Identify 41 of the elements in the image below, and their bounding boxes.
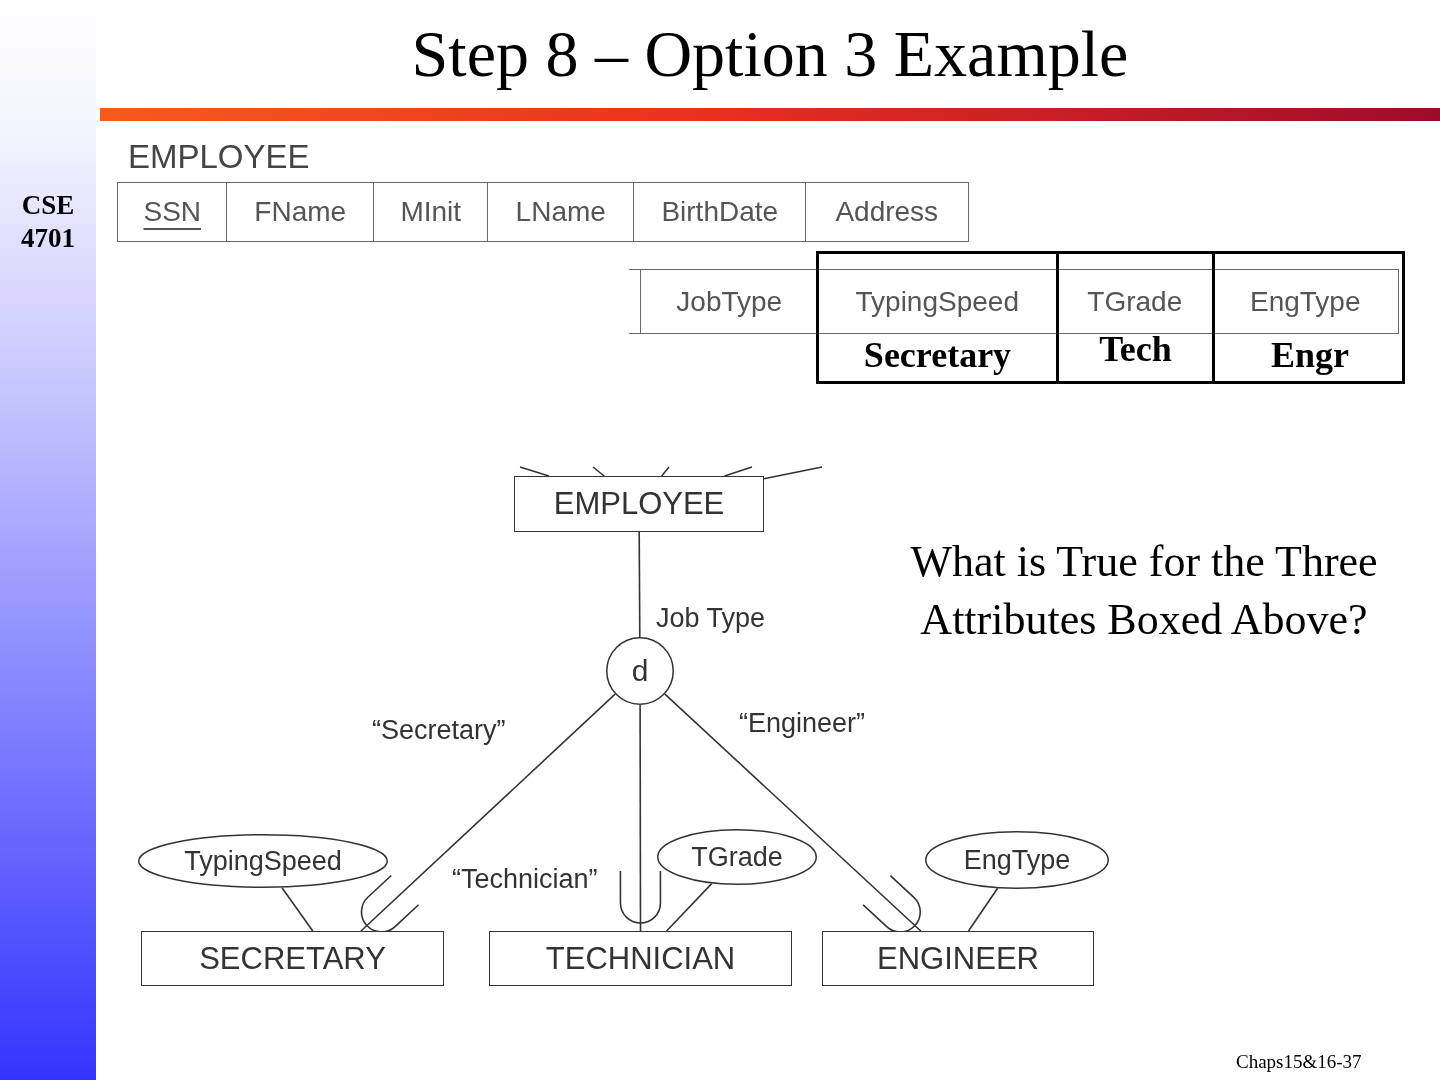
key-attribute-cell: SSN bbox=[117, 182, 228, 242]
attribute-cell: TypingSpeed bbox=[817, 269, 1058, 334]
connector-line bbox=[281, 886, 314, 932]
subclass-label: Engr bbox=[1270, 334, 1350, 377]
connector-line bbox=[665, 882, 713, 932]
connector-line bbox=[592, 466, 605, 477]
edge-label: “Technician” bbox=[452, 863, 598, 896]
course-number: CSE 4701 bbox=[20, 189, 76, 255]
relation-name: EMPLOYEE bbox=[128, 137, 310, 177]
entity-box: ENGINEER bbox=[822, 931, 1094, 986]
attribute-cell: MInit bbox=[373, 182, 489, 242]
edge-label: “Secretary” bbox=[372, 714, 506, 747]
question-text: What is True for the Three Attributes Boxed Above? bbox=[909, 536, 1379, 646]
attribute-cell: FName bbox=[226, 182, 375, 242]
subclass-label: Secretary bbox=[862, 334, 1013, 377]
subset-connector bbox=[619, 704, 662, 932]
attribute-cell: TGrade bbox=[1056, 269, 1214, 334]
attribute-ellipse: TypingSpeed bbox=[138, 834, 388, 888]
connector-line bbox=[967, 887, 999, 932]
attribute-cell: BirthDate bbox=[633, 182, 807, 242]
disjointness-circle: d bbox=[606, 637, 674, 705]
connector-line bbox=[660, 466, 670, 477]
entity-box: SECRETARY bbox=[141, 931, 444, 986]
subset-connector bbox=[360, 693, 616, 933]
slide-title: Step 8 – Option 3 Example bbox=[410, 16, 1130, 92]
subset-connector bbox=[664, 693, 922, 933]
connector-line bbox=[723, 466, 753, 477]
attribute-cell: LName bbox=[487, 182, 635, 242]
edge-label: Job Type bbox=[656, 602, 766, 635]
connector-line bbox=[638, 531, 641, 638]
attribute-ellipse: TGrade bbox=[657, 829, 817, 885]
entity-box: EMPLOYEE bbox=[514, 476, 764, 532]
attribute-cell: JobType bbox=[640, 269, 819, 334]
connector-line bbox=[519, 466, 550, 477]
attribute-ellipse: EngType bbox=[925, 831, 1109, 889]
edge-label: “Engineer” bbox=[739, 707, 866, 740]
attribute-cell: Address bbox=[805, 182, 969, 242]
entity-box: TECHNICIAN bbox=[489, 931, 792, 986]
attribute-cell: EngType bbox=[1212, 269, 1399, 334]
connector-line bbox=[763, 466, 823, 480]
slide-number: Chaps15&16-37 bbox=[1236, 1050, 1362, 1074]
